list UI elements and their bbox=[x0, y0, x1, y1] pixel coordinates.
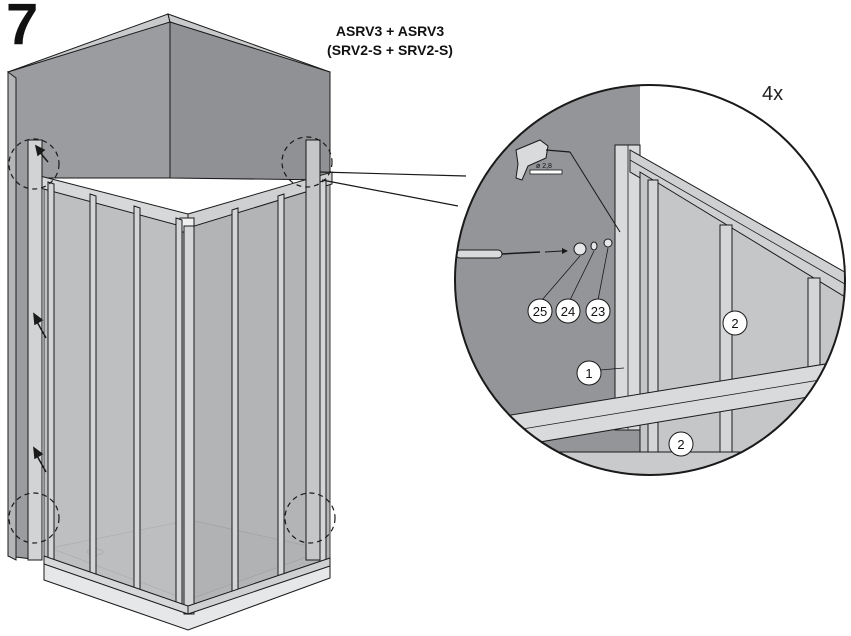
quantity-label: 4x bbox=[762, 83, 783, 105]
wall-profile-right bbox=[305, 139, 321, 561]
model-title-line2: (SRV2-S + SRV2-S) bbox=[327, 42, 453, 58]
zoom-circle-border bbox=[454, 84, 846, 476]
fixing-circle-bottom-right bbox=[284, 492, 336, 544]
model-title: ASRV3 + ASRV3 (SRV2-S + SRV2-S) bbox=[300, 22, 480, 60]
fixing-circle-top-left bbox=[8, 138, 60, 190]
zoom-detail: 25 24 23 1 2 2 ø 2,8 4x bbox=[454, 83, 846, 476]
enclosure-view bbox=[6, 13, 467, 631]
left-bar-3 bbox=[133, 205, 141, 595]
zoom-leader-bottom bbox=[321, 179, 459, 207]
drill-bit-size: ø 2,8 bbox=[536, 163, 552, 170]
wall-profile-left bbox=[27, 139, 43, 561]
cap-part-icon bbox=[573, 242, 587, 256]
corner-post bbox=[183, 225, 195, 615]
callout-cap: 25 bbox=[533, 304, 547, 319]
screw-part-icon bbox=[603, 238, 613, 248]
left-bar-2 bbox=[89, 193, 97, 581]
screwdriver-icon bbox=[455, 248, 568, 259]
callout-panel-lower: 2 bbox=[677, 437, 684, 452]
fixing-circle-top-right bbox=[281, 136, 333, 188]
left-bar-1 bbox=[47, 181, 55, 566]
callout-profile-wall: 1 bbox=[585, 366, 592, 381]
right-bar-3 bbox=[319, 179, 327, 569]
right-bar-1 bbox=[231, 207, 239, 597]
fixing-circle-bottom-left bbox=[8, 492, 60, 544]
zoom-leader-top bbox=[319, 171, 467, 177]
detail-wall-profile bbox=[614, 144, 641, 431]
right-bar-2 bbox=[277, 193, 285, 583]
callout-washer: 24 bbox=[561, 304, 575, 319]
step-number: 7 bbox=[6, 0, 39, 57]
callout-panel-upper: 2 bbox=[731, 316, 738, 331]
bottom-rail-right bbox=[187, 557, 331, 615]
wall-left-edge bbox=[7, 71, 17, 561]
callout-screw: 23 bbox=[591, 304, 605, 319]
panel-left-glass bbox=[43, 179, 189, 611]
washer-part-icon bbox=[590, 241, 598, 251]
detail-top-rail bbox=[629, 149, 845, 301]
model-title-line1: ASRV3 + ASRV3 bbox=[335, 23, 445, 39]
left-bar-4 bbox=[175, 217, 183, 609]
drill-icon bbox=[515, 139, 621, 233]
